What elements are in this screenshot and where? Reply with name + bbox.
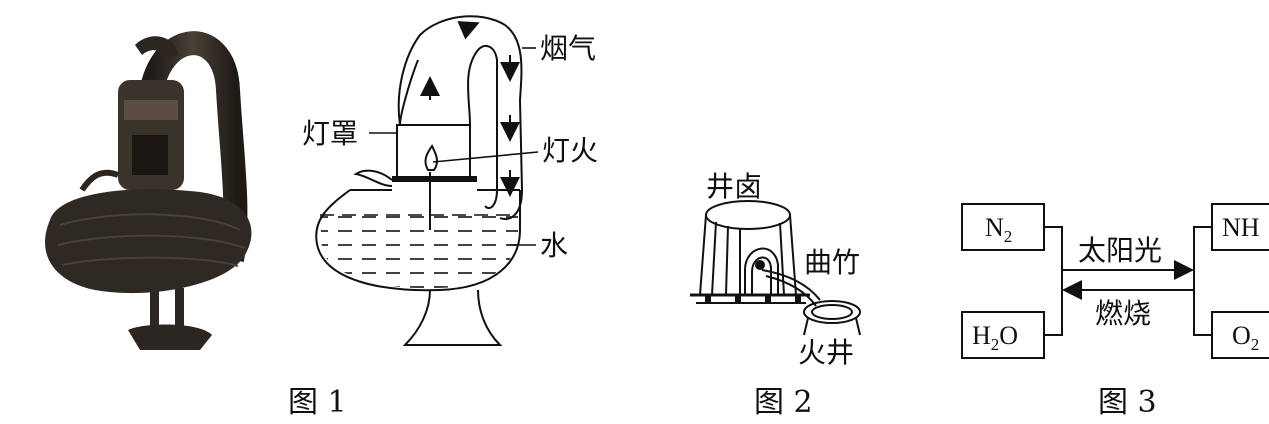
- label-bent-bamboo: 曲竹: [804, 246, 860, 279]
- label-brine-well: 井卤: [706, 170, 762, 203]
- goose-lamp-photo: [45, 31, 252, 350]
- caption-figure-2: 图 2: [754, 385, 813, 420]
- caption-figure-3: 图 3: [1098, 385, 1157, 420]
- label-lamp-shade: 灯罩: [302, 117, 358, 150]
- label-fire-well: 火井: [798, 336, 854, 369]
- caption-figure-1: 图 1: [288, 385, 347, 420]
- label-sunlight: 太阳光: [1078, 234, 1162, 267]
- brine-well-diagram: [690, 200, 861, 336]
- box-h2o-label: H2O: [972, 321, 1018, 354]
- box-o2-label: O2: [1232, 321, 1259, 354]
- reaction-diagram: [961, 203, 1269, 359]
- box-n2-label: N2: [985, 213, 1012, 246]
- label-combustion: 燃烧: [1095, 297, 1151, 330]
- lamp-diagram: [315, 15, 539, 346]
- label-flue-gas: 烟气: [540, 32, 596, 65]
- box-nh3-label: NH: [1222, 213, 1260, 242]
- label-water: 水: [540, 229, 568, 262]
- label-lamp-flame: 灯火: [542, 134, 598, 167]
